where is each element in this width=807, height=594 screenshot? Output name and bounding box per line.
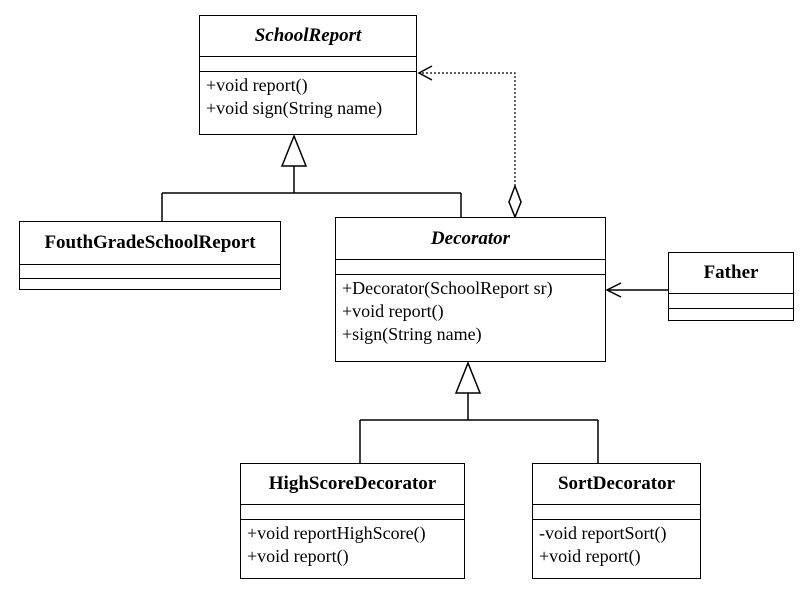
- operation: +void report(): [342, 301, 444, 321]
- association-arrowhead: [605, 282, 622, 298]
- class-operations: +Decorator(SchoolReport sr) +void report…: [336, 275, 605, 361]
- class-operations: +void report() +void sign(String name): [200, 72, 416, 134]
- class-sortdecorator: SortDecorator -void reportSort() +void r…: [532, 463, 701, 579]
- operation: +sign(String name): [342, 324, 482, 344]
- class-decorator: Decorator +Decorator(SchoolReport sr) +v…: [335, 217, 606, 362]
- operation: +void sign(String name): [206, 98, 383, 118]
- class-operations: -void reportSort() +void report(): [533, 520, 700, 578]
- class-operations: [669, 309, 793, 320]
- class-fouthgradeschoolreport: FouthGradeSchoolReport: [19, 221, 281, 290]
- class-attributes: [336, 260, 605, 275]
- class-name: Decorator: [336, 218, 605, 260]
- class-father: Father: [668, 252, 794, 321]
- class-name: Father: [669, 253, 793, 294]
- operation: +void report(): [539, 546, 641, 566]
- class-highscoredecorator: HighScoreDecorator +void reportHighScore…: [240, 463, 465, 579]
- aggregation-dashed-path: [420, 72, 516, 186]
- association-father-decorator: [605, 282, 668, 298]
- operation: -void reportSort(): [539, 523, 667, 543]
- class-attributes: [669, 294, 793, 309]
- operation: +void reportHighScore(): [247, 523, 426, 543]
- generalization-triangle-schoolreport: [280, 133, 308, 167]
- operation: +void report(): [247, 546, 349, 566]
- aggregation-arrowhead: [417, 65, 433, 81]
- generalization-to-schoolreport: [161, 133, 462, 221]
- class-attributes: [20, 265, 280, 279]
- operation: +void report(): [206, 75, 308, 95]
- class-operations: [20, 279, 280, 289]
- class-attributes: [241, 505, 464, 520]
- class-name: SortDecorator: [533, 464, 700, 505]
- class-attributes: [533, 505, 700, 520]
- generalization-triangle-decorator: [454, 360, 482, 394]
- aggregation-decorator-schoolreport: [417, 65, 522, 220]
- class-name: HighScoreDecorator: [241, 464, 464, 505]
- generalization-to-decorator: [359, 360, 599, 463]
- class-attributes: [200, 57, 416, 72]
- class-name: SchoolReport: [200, 16, 416, 57]
- class-operations: +void reportHighScore() +void report(): [241, 520, 464, 578]
- class-schoolreport: SchoolReport +void report() +void sign(S…: [199, 15, 417, 135]
- operation: +Decorator(SchoolReport sr): [342, 278, 553, 298]
- aggregation-diamond: [508, 183, 522, 220]
- class-name: FouthGradeSchoolReport: [20, 222, 280, 265]
